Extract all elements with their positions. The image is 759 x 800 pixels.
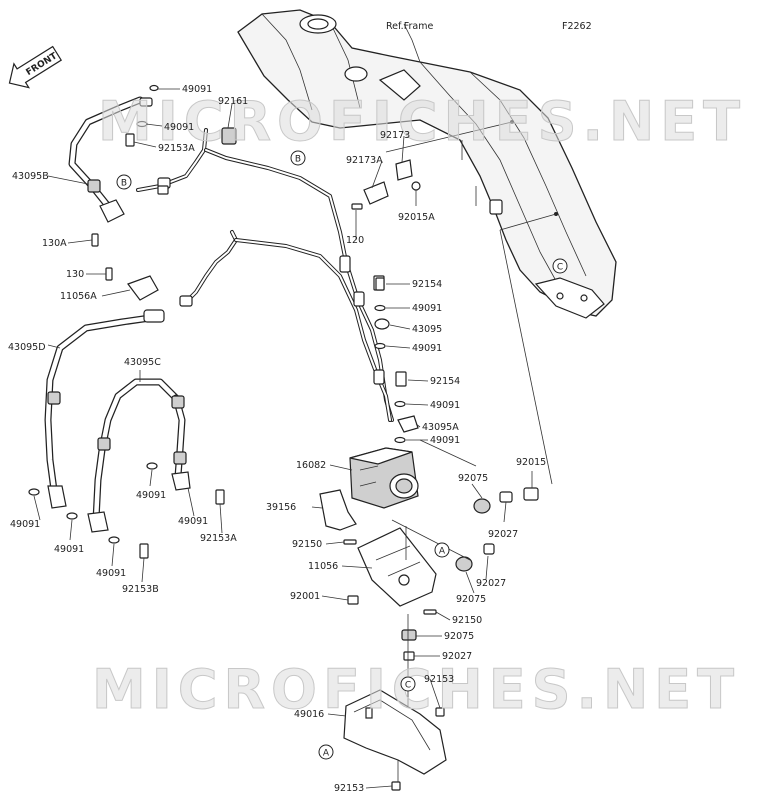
abs-hydraulic-unit bbox=[349, 447, 419, 509]
label-49091-d: 49091 bbox=[412, 343, 442, 354]
callout-b-left: B bbox=[116, 174, 132, 190]
label-leaders bbox=[33, 88, 533, 789]
label-92153a-top: 92153A bbox=[158, 143, 195, 154]
label-92027-c: 92027 bbox=[442, 651, 472, 662]
label-92150-a: 92150 bbox=[292, 539, 322, 550]
hardware bbox=[28, 84, 421, 559]
callout-a-cover: A bbox=[318, 744, 334, 760]
label-92153b: 92153B bbox=[122, 584, 159, 595]
label-92173: 92173 bbox=[380, 130, 410, 141]
label-92027-a: 92027 bbox=[488, 529, 518, 540]
label-92015a: 92015A bbox=[398, 212, 435, 223]
svg-text:B: B bbox=[295, 155, 301, 165]
label-49091-top: 49091 bbox=[182, 84, 212, 95]
label-92153-a: 92153 bbox=[424, 674, 454, 685]
label-92154-a: 92154 bbox=[412, 279, 442, 290]
label-92154-b: 92154 bbox=[430, 376, 460, 387]
label-92027-b: 92027 bbox=[476, 578, 506, 589]
label-16082: 16082 bbox=[296, 460, 326, 471]
label-120: 120 bbox=[346, 235, 364, 246]
label-92153-b: 92153 bbox=[334, 783, 364, 794]
label-49091-f: 49091 bbox=[430, 435, 460, 446]
label-49091-j: 49091 bbox=[178, 516, 208, 527]
label-11056: 11056 bbox=[308, 561, 338, 572]
callout-a-bracket: A bbox=[434, 542, 450, 558]
label-43095d: 43095D bbox=[8, 342, 46, 353]
label-49091-h: 49091 bbox=[136, 490, 166, 501]
label-92001: 92001 bbox=[290, 591, 320, 602]
label-49091-b: 49091 bbox=[164, 122, 194, 133]
label-92161: 92161 bbox=[218, 96, 248, 107]
label-49091-i: 49091 bbox=[54, 544, 84, 555]
mount-rubbers bbox=[343, 487, 539, 791]
callout-b-upper: B bbox=[290, 150, 306, 166]
watermark-top: MICROFICHES.NET bbox=[98, 90, 746, 153]
abs-cover bbox=[343, 689, 447, 775]
label-49091-e: 49091 bbox=[430, 400, 460, 411]
svg-text:C: C bbox=[405, 681, 411, 691]
svg-text:A: A bbox=[323, 749, 330, 759]
front-direction-indicator: FRONT bbox=[8, 45, 63, 89]
svg-text:A: A bbox=[439, 547, 446, 557]
label-49016: 49016 bbox=[294, 709, 324, 720]
watermark-bottom: MICROFICHES.NET bbox=[92, 658, 740, 721]
label-130a: 130A bbox=[42, 238, 67, 249]
frame-reference: Ref.Frame bbox=[386, 21, 433, 32]
label-39156: 39156 bbox=[266, 502, 296, 513]
label-43095: 43095 bbox=[412, 324, 442, 335]
svg-text:C: C bbox=[557, 263, 563, 273]
abs-bracket bbox=[357, 527, 437, 607]
brake-hoses bbox=[44, 96, 187, 524]
label-130: 130 bbox=[66, 269, 84, 280]
label-43095b: 43095B bbox=[12, 171, 49, 182]
label-49091-k: 49091 bbox=[96, 568, 126, 579]
callout-c-frame: C bbox=[552, 258, 568, 274]
label-92173a: 92173A bbox=[346, 155, 383, 166]
label-43095c: 43095C bbox=[124, 357, 161, 368]
label-92075-c: 92075 bbox=[444, 631, 474, 642]
label-92075-a: 92075 bbox=[458, 473, 488, 484]
motorcycle-frame bbox=[237, 9, 617, 319]
callout-c-lower: C bbox=[400, 676, 416, 692]
label-49091-g: 49091 bbox=[10, 519, 40, 530]
label-49091-c: 49091 bbox=[412, 303, 442, 314]
label-92015: 92015 bbox=[516, 457, 546, 468]
label-92150-b: 92150 bbox=[452, 615, 482, 626]
label-11056a: 11056A bbox=[60, 291, 97, 302]
svg-text:B: B bbox=[121, 179, 127, 189]
label-92153a-mid: 92153A bbox=[200, 533, 237, 544]
damper-block bbox=[319, 489, 357, 531]
diagram-code: F2262 bbox=[562, 21, 592, 32]
part-labels: F2262 Ref.Frame 49091 49091 92153A 43095… bbox=[8, 21, 592, 794]
label-43095a: 43095A bbox=[422, 422, 459, 433]
brake-pipes bbox=[136, 128, 394, 422]
label-92075-b: 92075 bbox=[456, 594, 486, 605]
